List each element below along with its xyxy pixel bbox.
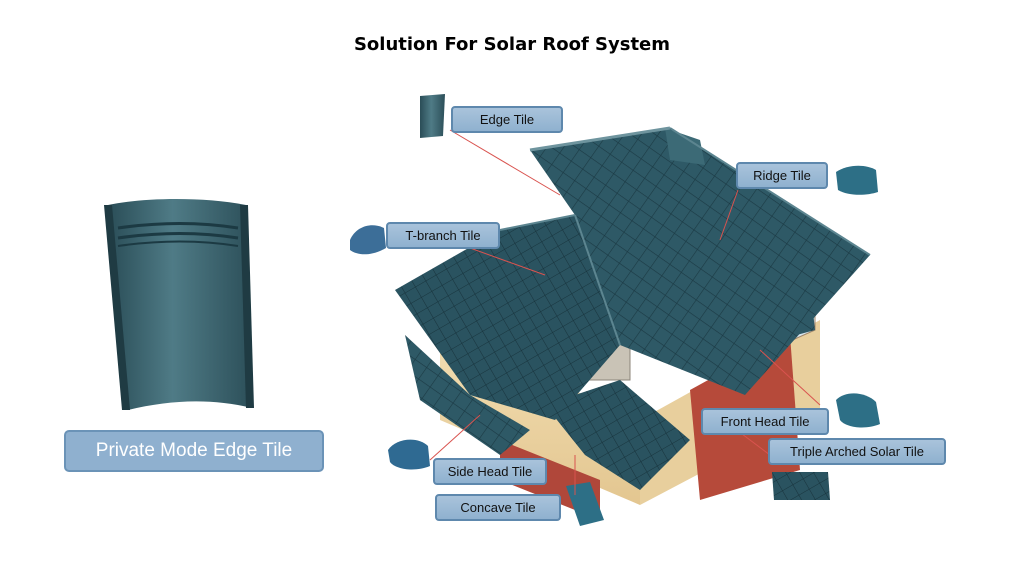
side-head-tile-thumbnail [388, 439, 430, 470]
edge-tile-label: Edge Tile [451, 106, 563, 133]
roof [395, 126, 871, 490]
triple-arched-solar-tile-label: Triple Arched Solar Tile [768, 438, 946, 465]
ridge-tile-label: Ridge Tile [736, 162, 828, 189]
triple-arched-solar-tile-thumbnail [772, 472, 830, 500]
edge-tile-thumbnail [420, 94, 445, 138]
side-head-tile-label: Side Head Tile [433, 458, 547, 485]
leader-lines [429, 129, 821, 495]
page-title: Solution For Solar Roof System [353, 34, 671, 55]
front-head-tile-thumbnail [836, 393, 880, 428]
private-mode-edge-tile-image [104, 198, 254, 410]
ridge-tile-thumbnail [836, 165, 878, 195]
concave-tile-label: Concave Tile [435, 494, 561, 521]
private-mode-edge-tile-label: Private Mode Edge Tile [64, 430, 324, 472]
t-branch-tile-thumbnail [350, 225, 386, 255]
front-head-tile-label: Front Head Tile [701, 408, 829, 435]
t-branch-tile-label: T-branch Tile [386, 222, 500, 249]
